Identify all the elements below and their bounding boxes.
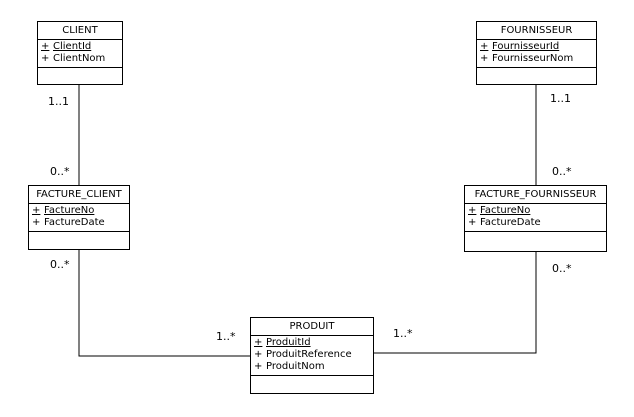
- visibility-marker: +: [468, 205, 477, 216]
- visibility-marker: +: [254, 361, 263, 372]
- attribute-name: ClientId: [53, 41, 92, 52]
- entity-title: CLIENT: [38, 22, 122, 40]
- attribute-name: FournisseurId: [492, 41, 560, 52]
- visibility-marker: +: [254, 337, 263, 348]
- entity-title: FOURNISSEUR: [477, 22, 596, 40]
- attribute-name: FactureDate: [44, 217, 105, 228]
- attribute-name: ProduitNom: [266, 361, 325, 372]
- multiplicity-produit-left: 1..*: [216, 330, 236, 343]
- attribute-list: +ClientId +ClientNom: [38, 40, 122, 68]
- entity-title: FACTURE_CLIENT: [29, 186, 129, 204]
- entity-facture-fournisseur[interactable]: FACTURE_FOURNISSEUR +FactureNo +FactureD…: [464, 185, 607, 252]
- multiplicity-produit-right: 1..*: [393, 327, 413, 340]
- entity-fournisseur[interactable]: FOURNISSEUR +FournisseurId +FournisseurN…: [476, 21, 597, 85]
- entity-title: PRODUIT: [251, 318, 373, 336]
- attribute-row: +ProduitId: [251, 337, 373, 349]
- visibility-marker: +: [480, 41, 489, 52]
- multiplicity-facture-client-bottom: 0..*: [50, 258, 70, 271]
- attribute-row: +FactureDate: [465, 217, 606, 229]
- attribute-row: +FactureDate: [29, 217, 129, 229]
- attribute-row: +FactureNo: [29, 205, 129, 217]
- attribute-list: +ProduitId +ProduitReference +ProduitNom: [251, 336, 373, 376]
- attribute-row: +ClientNom: [38, 53, 122, 65]
- attribute-name: ProduitReference: [266, 349, 352, 360]
- attribute-row: +FournisseurId: [477, 41, 596, 53]
- entity-facture-client[interactable]: FACTURE_CLIENT +FactureNo +FactureDate: [28, 185, 130, 250]
- attribute-name: FactureNo: [44, 205, 95, 216]
- attribute-row: +ClientId: [38, 41, 122, 53]
- multiplicity-client: 1..1: [48, 95, 69, 108]
- attribute-name: ProduitId: [266, 337, 311, 348]
- entity-client[interactable]: CLIENT +ClientId +ClientNom: [37, 21, 123, 85]
- multiplicity-fournisseur: 1..1: [550, 92, 571, 105]
- visibility-marker: +: [480, 53, 489, 64]
- multiplicity-facture-client-top: 0..*: [50, 165, 70, 178]
- link-facture-fournisseur-produit: [374, 252, 537, 354]
- attribute-list: +FactureNo +FactureDate: [465, 204, 606, 232]
- attribute-list: +FournisseurId +FournisseurNom: [477, 40, 596, 68]
- visibility-marker: +: [254, 349, 263, 360]
- attribute-row: +FournisseurNom: [477, 53, 596, 65]
- attribute-name: FactureNo: [480, 205, 531, 216]
- attribute-row: +ProduitNom: [251, 361, 373, 373]
- attribute-list: +FactureNo +FactureDate: [29, 204, 129, 232]
- attribute-row: +FactureNo: [465, 205, 606, 217]
- attribute-row: +ProduitReference: [251, 349, 373, 361]
- visibility-marker: +: [32, 217, 41, 228]
- visibility-marker: +: [41, 53, 50, 64]
- attribute-name: ClientNom: [53, 53, 106, 64]
- link-facture-client-produit: [78, 250, 250, 357]
- entity-title: FACTURE_FOURNISSEUR: [465, 186, 606, 204]
- multiplicity-facture-fournisseur-bottom: 0..*: [552, 262, 572, 275]
- visibility-marker: +: [468, 217, 477, 228]
- entity-produit[interactable]: PRODUIT +ProduitId +ProduitReference +Pr…: [250, 317, 374, 394]
- multiplicity-facture-fournisseur-top: 0..*: [552, 165, 572, 178]
- attribute-name: FournisseurNom: [492, 53, 574, 64]
- attribute-name: FactureDate: [480, 217, 541, 228]
- visibility-marker: +: [41, 41, 50, 52]
- visibility-marker: +: [32, 205, 41, 216]
